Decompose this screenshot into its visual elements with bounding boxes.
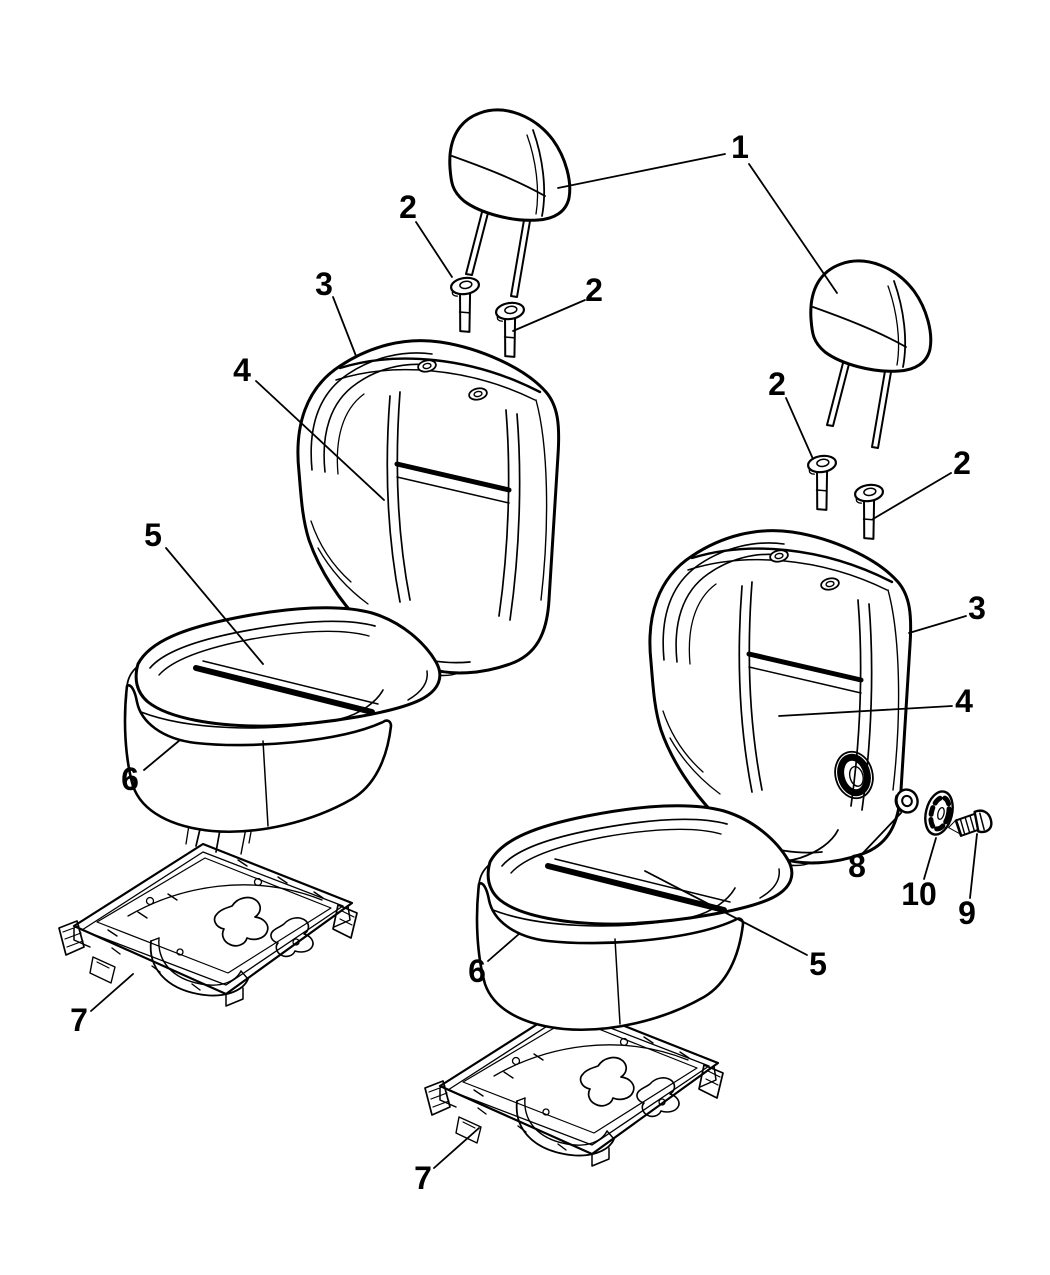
screw-part (948, 809, 993, 837)
callout-label-8: 8 (848, 848, 866, 884)
callout-5-right: 5 (644, 870, 827, 982)
leader-line (872, 472, 952, 520)
callout-label-5: 5 (144, 517, 162, 553)
leader-line (644, 870, 808, 956)
callouts: 1 2 2 3 4 5 6 7 (70, 129, 986, 1196)
handle-cap-part (924, 790, 954, 836)
leader-line (487, 933, 520, 962)
leader-line (433, 1127, 480, 1169)
leader-line (861, 812, 902, 855)
right-seat-group (423, 259, 993, 1168)
callout-label-4: 4 (955, 683, 973, 719)
callout-label-2: 2 (953, 445, 971, 481)
callout-2-left-a: 2 (399, 189, 453, 278)
callout-label-3: 3 (968, 590, 986, 626)
callout-1-headrest: 1 (557, 129, 838, 294)
callout-6-right: 6 (468, 933, 520, 989)
callout-3-right: 3 (908, 590, 986, 634)
left-headrest (448, 108, 572, 299)
left-headrest-guide-b (493, 300, 532, 360)
callout-2-left-b: 2 (512, 272, 603, 332)
washer-part (894, 788, 919, 814)
leader-line (415, 221, 453, 278)
callout-label-7: 7 (414, 1160, 432, 1196)
right-headrest-guide-a (805, 453, 844, 513)
leader-line (923, 837, 937, 880)
leader-line (969, 833, 978, 899)
callout-label-3: 3 (315, 266, 333, 302)
leader-line (512, 299, 586, 332)
callout-label-4: 4 (233, 352, 251, 388)
left-headrest-guide-a (448, 275, 487, 335)
leader-line (255, 380, 385, 501)
callout-7-right: 7 (414, 1127, 480, 1196)
callout-4-right: 4 (778, 683, 973, 719)
leader-line (143, 739, 181, 771)
right-seat-cushion (477, 806, 792, 1030)
callout-3-left: 3 (315, 266, 357, 357)
callout-2-right-a: 2 (768, 366, 814, 460)
leader-line (557, 153, 726, 189)
callout-6-left: 6 (121, 739, 181, 797)
left-seat-cushion (125, 608, 440, 832)
callout-9-right: 9 (958, 833, 978, 931)
callout-label-2: 2 (585, 272, 603, 308)
callout-2-right-b: 2 (872, 445, 971, 520)
leader-line (90, 973, 134, 1012)
callout-7-left: 7 (70, 973, 134, 1038)
leader-line (748, 163, 838, 294)
leader-line (165, 547, 264, 665)
callout-label-9: 9 (958, 895, 976, 931)
callout-label-6: 6 (468, 953, 486, 989)
callout-label-5: 5 (809, 946, 827, 982)
callout-5-left: 5 (144, 517, 264, 665)
callout-label-1: 1 (731, 129, 749, 165)
right-headrest (809, 259, 933, 450)
callout-label-2: 2 (399, 189, 417, 225)
callout-10-right: 10 (901, 837, 937, 912)
leader-line (332, 296, 357, 357)
leader-line (785, 397, 814, 460)
callout-label-7: 7 (70, 1002, 88, 1038)
callout-8-right: 8 (848, 812, 902, 884)
recliner-handle-hole (834, 750, 874, 800)
callout-label-10: 10 (901, 876, 937, 912)
callout-label-6: 6 (121, 761, 139, 797)
leader-line (908, 615, 967, 634)
callout-label-2: 2 (768, 366, 786, 402)
leader-line (778, 705, 953, 717)
callout-4-left: 4 (233, 352, 385, 501)
